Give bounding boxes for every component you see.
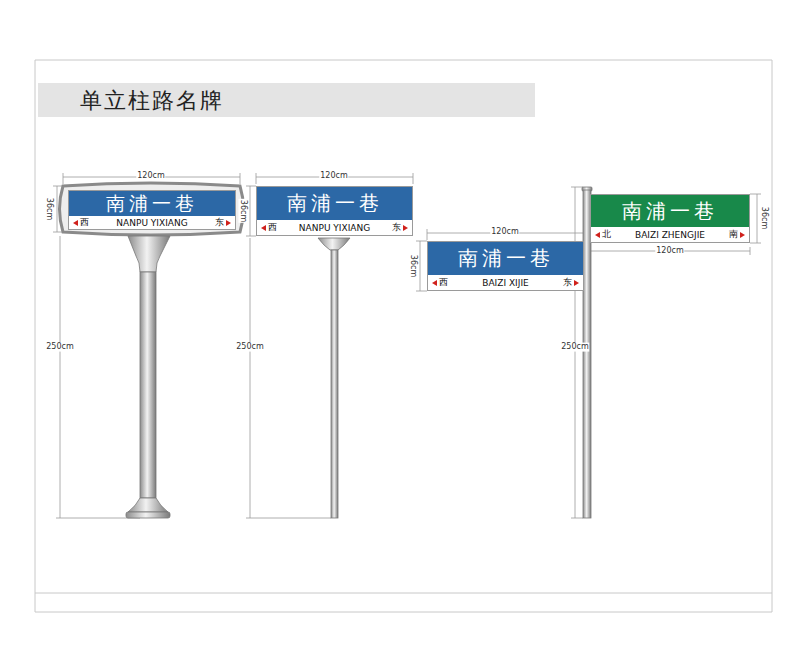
sign-panel: 南浦一巷: [591, 195, 749, 227]
pinyin-name: NANPU YIXIANG: [299, 223, 370, 233]
page-frame: [35, 60, 772, 612]
road-sign: 南浦一巷西 NANPU YIXIANG 东: [256, 186, 413, 236]
direction-strip: 西 NANPU YIXIANG 东: [257, 220, 412, 235]
direction-right: 东: [215, 216, 231, 229]
direction: 西: [80, 216, 89, 229]
pole-1: [60, 183, 244, 518]
road-name: 南浦一巷: [287, 190, 383, 217]
dimension-label: 36cm: [45, 197, 54, 221]
direction-right: 东: [563, 276, 579, 289]
sign-panel: 南浦一巷: [428, 242, 583, 275]
direction-left: 北: [595, 228, 611, 241]
direction-left: 西: [73, 216, 89, 229]
dimension-label: 36cm: [409, 254, 418, 278]
arrow-right: [574, 280, 579, 286]
dimension-label: 120cm: [319, 172, 348, 181]
arrow-left: [261, 225, 266, 231]
road-sign: 南浦一巷西 BAIZI XIJIE 东: [427, 241, 584, 291]
direction-left: 西: [261, 221, 277, 234]
direction: 东: [563, 276, 572, 289]
road-name: 南浦一巷: [106, 191, 198, 217]
direction-left: 西: [432, 276, 448, 289]
direction: 东: [215, 216, 224, 229]
direction: 西: [268, 221, 277, 234]
dimension-label: 36cm: [239, 199, 248, 223]
dimension-label: 36cm: [760, 206, 769, 230]
arrow-left: [595, 232, 600, 238]
dimension-label: 250cm: [235, 343, 264, 352]
direction-right: 东: [392, 221, 408, 234]
direction-strip: 西 BAIZI XIJIE 东: [428, 275, 583, 290]
pinyin-name: BAIZI ZHENGJIE: [635, 230, 705, 240]
direction-strip: 北 BAIZI ZHENGJIE 南: [591, 227, 749, 242]
sign-panel: 南浦一巷: [257, 187, 412, 220]
road-name: 南浦一巷: [458, 245, 554, 272]
dimension-label: 120cm: [490, 228, 519, 237]
pinyin-name: BAIZI XIJIE: [482, 278, 528, 288]
direction-right: 南: [729, 228, 745, 241]
title: 单立柱路名牌: [80, 86, 224, 116]
road-sign: 南浦一巷北 BAIZI ZHENGJIE 南: [590, 194, 750, 243]
pole-2: [318, 238, 350, 518]
dimension-lines: [53, 173, 761, 518]
direction-strip: 西 NANPU YIXIANG 东: [69, 216, 235, 229]
sign-panel: 南浦一巷: [69, 191, 235, 216]
arrow-right: [403, 225, 408, 231]
arrow-right: [740, 232, 745, 238]
direction: 东: [392, 221, 401, 234]
direction: 南: [729, 228, 738, 241]
dimension-label: 120cm: [655, 247, 684, 256]
direction: 北: [602, 228, 611, 241]
dimension-label: 250cm: [45, 343, 74, 352]
dimension-label: 250cm: [560, 343, 589, 352]
arrow-left: [73, 220, 78, 226]
title-band: 单立柱路名牌: [38, 83, 535, 117]
road-name: 南浦一巷: [622, 198, 718, 225]
arrow-right: [226, 220, 231, 226]
pinyin-name: NANPU YIXIANG: [116, 218, 187, 228]
road-sign: 南浦一巷西 NANPU YIXIANG 东: [68, 190, 236, 230]
dimension-label: 120cm: [136, 172, 165, 181]
direction: 西: [439, 276, 448, 289]
arrow-left: [432, 280, 437, 286]
